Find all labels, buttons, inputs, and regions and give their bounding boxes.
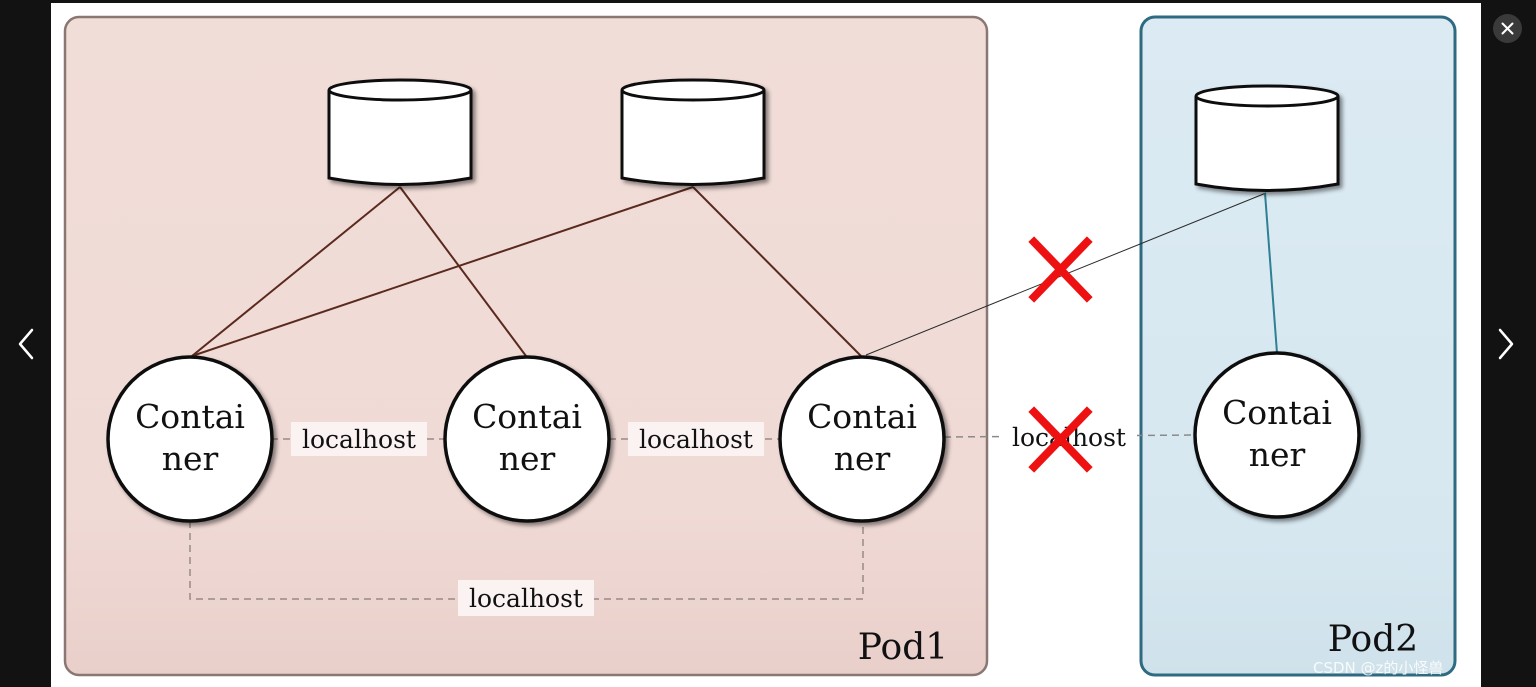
pod2-volume-link — [1264, 192, 1278, 354]
chevron-left-icon — [18, 328, 34, 360]
svg-text:Contai: Contai — [807, 397, 917, 436]
diagram-image: Contai ner Contai ner Contai ner Contai … — [51, 3, 1481, 687]
blocked-x-icon — [1028, 236, 1093, 303]
svg-text:ner: ner — [162, 439, 219, 478]
localhost-label: localhost — [291, 422, 427, 456]
svg-text:Contai: Contai — [472, 397, 582, 436]
svg-text:localhost: localhost — [302, 425, 416, 454]
svg-text:Contai: Contai — [135, 397, 245, 436]
chevron-right-icon — [1498, 328, 1514, 360]
volume-cylinder — [327, 78, 473, 186]
svg-text:ner: ner — [1249, 435, 1306, 474]
localhost-label: localhost — [628, 422, 764, 456]
pod1-box — [63, 15, 989, 677]
svg-text:localhost: localhost — [639, 425, 753, 454]
svg-text:ner: ner — [499, 439, 556, 478]
container-node: Contai ner — [1193, 351, 1361, 519]
volume-cylinder — [1194, 84, 1340, 192]
previous-image-button[interactable] — [6, 318, 46, 370]
volume-cylinder — [620, 78, 766, 186]
blocked-x-icon — [1028, 406, 1093, 473]
volume-links — [191, 186, 862, 357]
localhost-label: localhost — [458, 580, 594, 616]
svg-text:Contai: Contai — [1222, 393, 1332, 432]
close-icon — [1501, 22, 1514, 35]
watermark: CSDN @z的小怪兽 — [1313, 659, 1444, 677]
container-node: Contai ner — [443, 355, 611, 523]
container-node: Contai ner — [778, 355, 946, 523]
svg-text:localhost: localhost — [469, 584, 583, 613]
next-image-button[interactable] — [1486, 318, 1526, 370]
container-node: Contai ner — [106, 355, 274, 523]
pod-network-diagram: Contai ner Contai ner Contai ner Contai … — [63, 15, 1457, 677]
pod1-label: Pod1 — [858, 627, 948, 668]
svg-text:ner: ner — [834, 439, 891, 478]
pod2-label: Pod2 — [1328, 619, 1418, 660]
close-button[interactable] — [1493, 14, 1522, 43]
